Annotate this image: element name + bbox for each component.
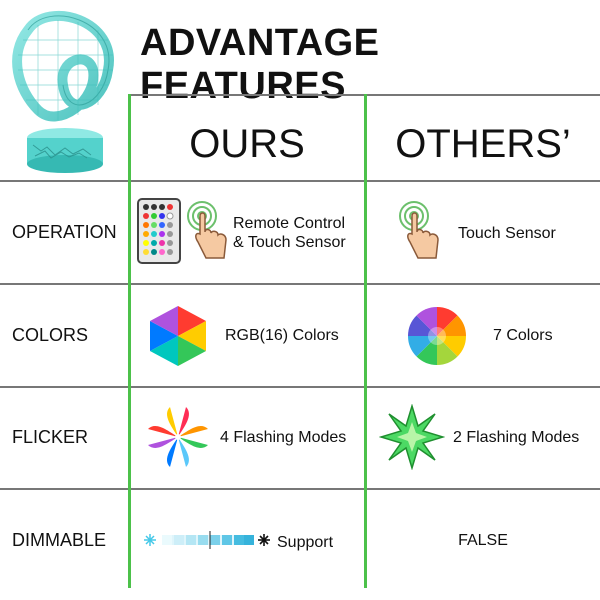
grid-divider-green [128, 94, 131, 588]
operation-ours-text: Remote Control & Touch Sensor [233, 214, 363, 252]
row-label-operation: OPERATION [12, 222, 117, 242]
operation-ours-line2: & Touch Sensor [233, 234, 346, 251]
grid-line [0, 180, 600, 182]
colors-ours-text: RGB(16) Colors [225, 327, 339, 344]
operation-ours-line1: Remote Control [233, 215, 346, 232]
dimmable-ours-text: Support [277, 534, 334, 551]
color-wheel-icon [408, 307, 466, 365]
touch-hand-icon [399, 201, 439, 259]
rgb-hexagon-icon [150, 306, 206, 366]
column-header-ours: OURS [189, 122, 305, 166]
row-label-flicker: FLICKER [12, 427, 89, 447]
remote-control-icon [137, 198, 181, 264]
colors-others-text: 7 Colors [493, 327, 553, 344]
column-header-others: OTHERS’ [395, 122, 571, 166]
page-title: ADVANTAGE FEATURES [140, 22, 380, 107]
grid-line [0, 386, 600, 388]
dimmable-others-text: FALSE [458, 532, 508, 549]
grid-line [0, 283, 600, 285]
flicker-others-text: 2 Flashing Modes [453, 429, 580, 446]
dimmer-slider-icon [144, 531, 270, 549]
green-star-icon [379, 404, 445, 470]
row-label-dimmable: DIMMABLE [12, 530, 107, 550]
flicker-ours-text: 4 Flashing Modes [220, 429, 347, 446]
operation-others-text: Touch Sensor [458, 225, 556, 242]
colorful-star-burst-icon [148, 407, 208, 467]
grid-line [0, 488, 600, 490]
lamp-illustration [12, 10, 114, 173]
row-label-colors: COLORS [12, 325, 89, 345]
touch-hand-icon [187, 201, 227, 259]
grid-divider-green [364, 94, 367, 588]
